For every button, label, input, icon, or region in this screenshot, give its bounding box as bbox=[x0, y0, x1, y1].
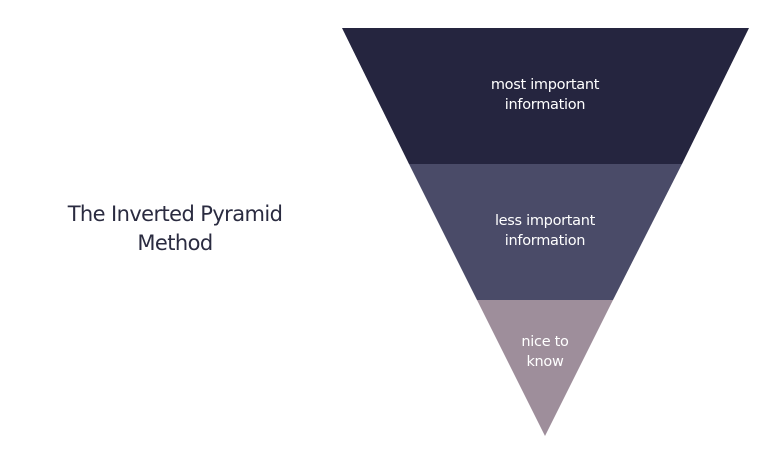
pyramid-layer-bottom-label-line-1: nice to bbox=[521, 334, 569, 350]
pyramid-layer-middle-label-line-2: information bbox=[504, 233, 586, 249]
pyramid-layer-top-label: most important information bbox=[445, 75, 645, 115]
pyramid-layer-bottom-label-line-2: know bbox=[526, 354, 564, 370]
diagram-title: The Inverted Pyramid Method bbox=[40, 200, 310, 258]
pyramid-layer-top-label-line-1: most important bbox=[490, 77, 600, 93]
diagram-title-line-1: The Inverted Pyramid bbox=[67, 202, 283, 226]
pyramid-layer-top-label-line-2: information bbox=[504, 97, 586, 113]
pyramid-layer-bottom bbox=[477, 300, 613, 436]
pyramid-layer-middle-label-line-1: less important bbox=[494, 213, 596, 229]
pyramid-layer-bottom-label: nice to know bbox=[485, 332, 605, 372]
pyramid-layer-middle bbox=[409, 164, 682, 300]
diagram-title-line-2: Method bbox=[137, 231, 213, 255]
pyramid-layer-top bbox=[342, 28, 749, 164]
pyramid-layer-middle-label: less important information bbox=[445, 211, 645, 251]
